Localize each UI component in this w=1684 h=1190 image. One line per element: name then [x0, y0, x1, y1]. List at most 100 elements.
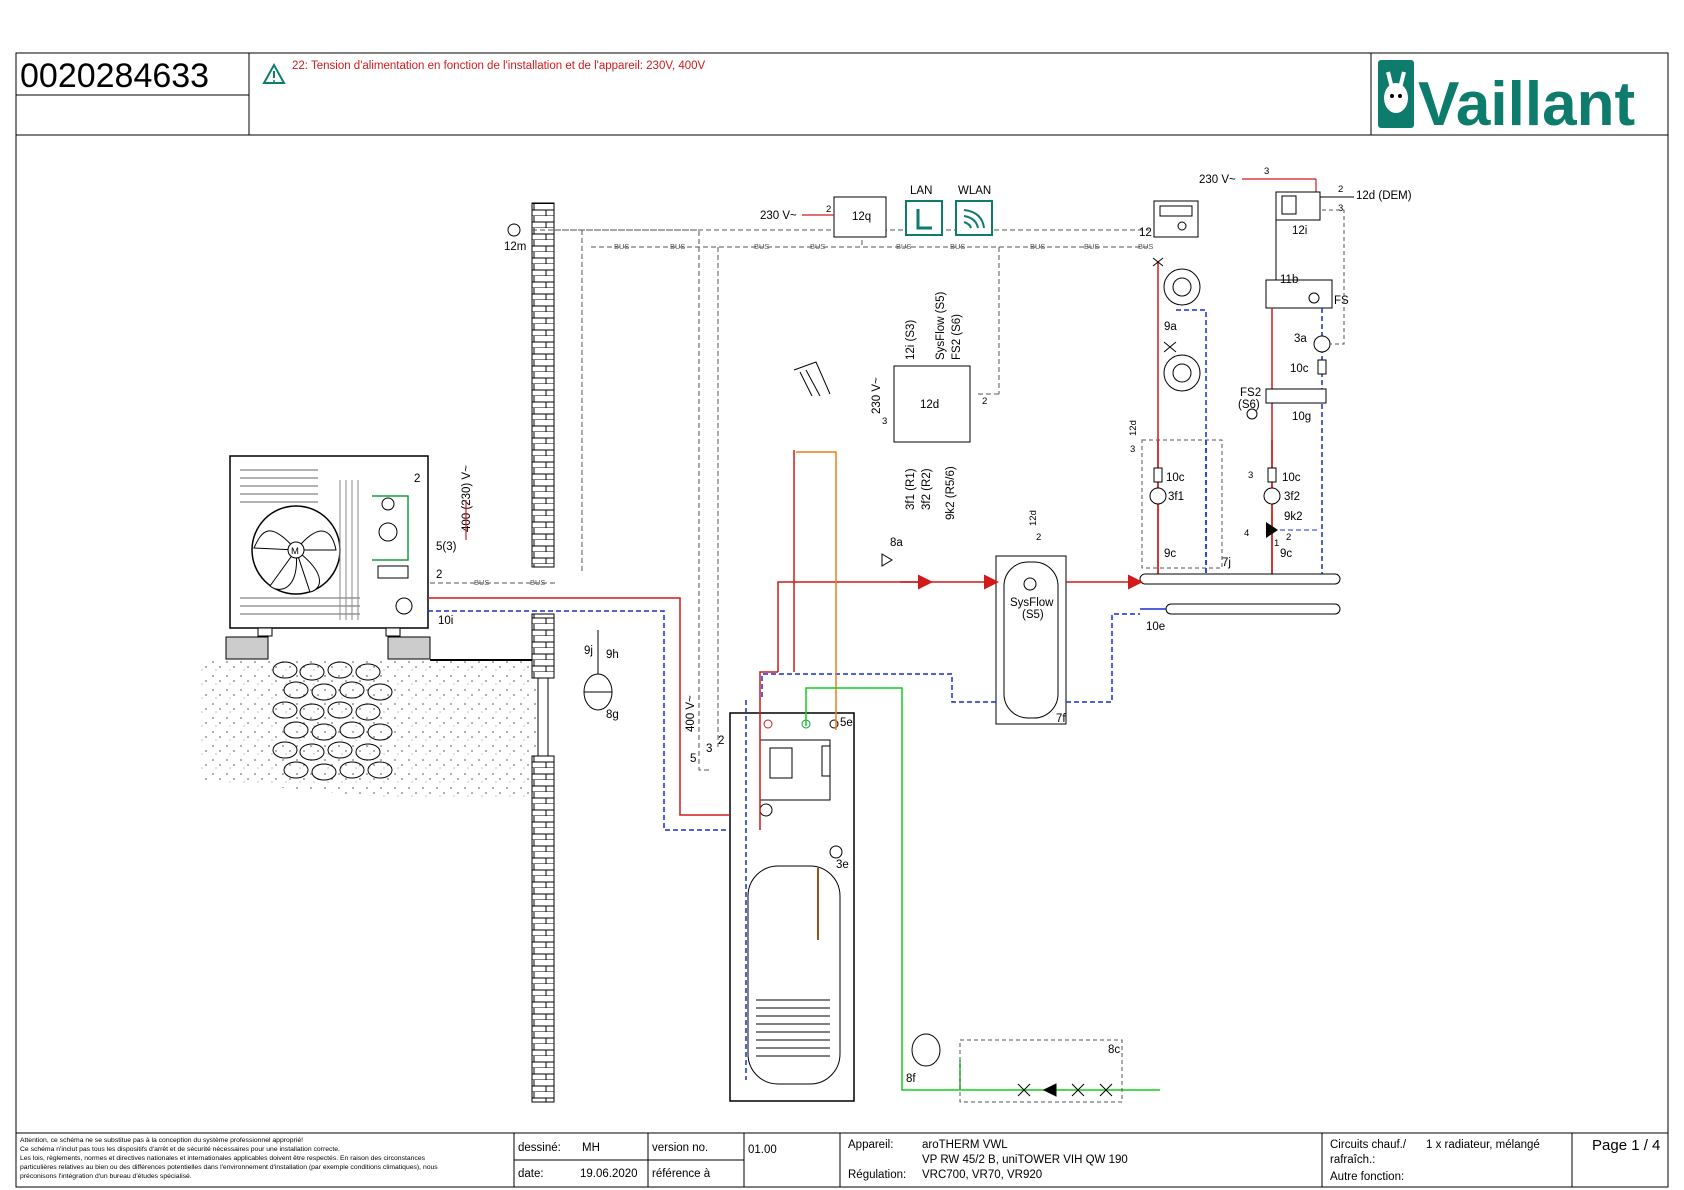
svg-text:(S6): (S6) [1238, 399, 1260, 411]
svg-text:2: 2 [718, 735, 724, 747]
svg-text:5: 5 [690, 753, 696, 765]
svg-text:3f1: 3f1 [1168, 491, 1184, 503]
svg-text:3f1 (R1): 3f1 (R1) [905, 468, 917, 510]
svg-text:9c: 9c [1280, 548, 1292, 560]
compressor-icon [378, 522, 398, 542]
svg-text:FS2 (S6): FS2 (S6) [951, 314, 963, 360]
svg-text:11b: 11b [1280, 274, 1298, 286]
cooling-circuit: 11b FS 3a 10c 10g FS2 (S6) [1238, 209, 1349, 580]
expansion-vessel-8f: 8f [906, 1033, 941, 1085]
gravel-stones [272, 661, 393, 781]
svg-text:BUS: BUS [530, 578, 545, 587]
svg-text:(S5): (S5) [1022, 609, 1044, 621]
svg-text:12i (S3): 12i (S3) [905, 320, 917, 360]
drawn-value: MH [582, 1142, 600, 1154]
appareil-line2: VP RW 45/2 B, uniTOWER VIH QW 190 [922, 1154, 1128, 1166]
control-unit-12i: 230 V~ 3 12i 12d (DEM) 2 3 [1199, 166, 1412, 237]
svg-text:BUS: BUS [754, 242, 769, 251]
svg-text:12d (DEM): 12d (DEM) [1356, 190, 1412, 202]
svg-text:BUS: BUS [1138, 242, 1153, 251]
svg-text:10g: 10g [1292, 411, 1311, 423]
lan-module: LAN [905, 185, 943, 236]
svg-text:BUS: BUS [614, 242, 629, 251]
warning-text: 22: Tension d'alimentation en fonction d… [292, 60, 706, 72]
appareil-line1: aroTHERM VWL [922, 1139, 1008, 1151]
reference-label: référence à [652, 1168, 711, 1180]
pump-group: 10c 3f1 9c 7j 3 12d 10c 3f2 9k2 2 4 1 9c… [1128, 420, 1320, 580]
svg-text:BUS: BUS [950, 242, 965, 251]
svg-text:3: 3 [882, 416, 887, 427]
svg-text:8g: 8g [606, 709, 619, 721]
outdoor-electrical-labels: 400 (230) V~ 5(3) 2 10i 400 V~ 5 3 2 [436, 465, 724, 765]
warning-triangle-icon [262, 62, 286, 84]
expansion-valve-icon [381, 497, 395, 511]
svg-text:Attention, ce schéma ne se sub: Attention, ce schéma ne se substitue pas… [20, 1137, 303, 1144]
wall [531, 202, 555, 1103]
svg-text:5e: 5e [840, 717, 853, 729]
svg-text:9j: 9j [584, 645, 593, 657]
vaillant-logo: Vaillant [1378, 60, 1635, 139]
regulation-label: Régulation: [848, 1169, 906, 1181]
sensor-12m: 12m [504, 223, 526, 253]
buffer-tank-7f: SysFlow (S5) 7f 2 12d [995, 510, 1067, 725]
footer-frame [16, 1132, 1668, 1187]
header-frame [15, 52, 1669, 1188]
svg-text:12i: 12i [1292, 225, 1307, 237]
outdoor-unit-arotherm: M 2 [229, 455, 429, 637]
svg-text:10e: 10e [1146, 621, 1165, 633]
svg-text:12d: 12d [1128, 420, 1139, 436]
page-number: Page 1 / 4 [1592, 1137, 1660, 1154]
svg-text:12d: 12d [920, 399, 939, 411]
svg-text:2: 2 [436, 569, 442, 581]
autre-label: Autre fonction: [1330, 1171, 1404, 1183]
controller-12: 12 [1139, 200, 1199, 239]
bus-labels: BUS BUS BUS BUS BUS BUS BUS BUS BUS BUS … [474, 242, 1153, 587]
svg-text:3e: 3e [836, 859, 849, 871]
svg-text:particulières relatives au bie: particulières relatives au bien ou des d… [20, 1164, 438, 1171]
cold-water-pipes [805, 687, 1160, 1091]
ground [200, 636, 540, 800]
regulation-value: VRC700, VR70, VR920 [922, 1169, 1042, 1181]
circuits-label: Circuits chauf./ [1330, 1139, 1407, 1151]
svg-text:400 (230) V~: 400 (230) V~ [461, 465, 473, 532]
svg-text:4: 4 [1244, 528, 1249, 539]
svg-text:FS2: FS2 [1240, 387, 1261, 399]
svg-text:WLAN: WLAN [958, 185, 991, 197]
version-value: 01.00 [748, 1144, 777, 1156]
svg-text:1: 1 [1274, 538, 1279, 549]
svg-text:12q: 12q [852, 211, 871, 223]
appareil-label: Appareil: [848, 1139, 893, 1151]
svg-text:préconisons l'intégration d'un: préconisons l'intégration d'un bureau d'… [20, 1173, 192, 1180]
svg-text:2: 2 [414, 473, 420, 485]
svg-text:BUS: BUS [1084, 242, 1099, 251]
svg-text:12d: 12d [1028, 510, 1039, 526]
radiator-circuit: 9a [1152, 257, 1207, 580]
svg-text:3: 3 [1264, 166, 1269, 177]
svg-text:10c: 10c [1290, 363, 1309, 375]
svg-text:BUS: BUS [810, 242, 825, 251]
dhw-outlet [793, 361, 831, 397]
manifold [1139, 573, 1341, 615]
valve-10e: 10e [1146, 621, 1165, 633]
svg-text:7f: 7f [1056, 713, 1066, 725]
svg-text:9k2 (R5/6): 9k2 (R5/6) [945, 466, 957, 520]
svg-text:3: 3 [1338, 203, 1343, 214]
mixer-module-12d: 12d 230 V~ 3 2 12i (S3) SysFlow (S5) FS2… [871, 291, 987, 520]
svg-text:230 V~: 230 V~ [1199, 174, 1236, 186]
fan-motor-icon [287, 541, 305, 559]
date-value: 19.06.2020 [580, 1168, 638, 1180]
svg-text:LAN: LAN [910, 185, 932, 197]
svg-text:10c: 10c [1282, 472, 1301, 484]
svg-text:230 V~: 230 V~ [760, 210, 797, 222]
svg-text:3: 3 [706, 743, 712, 755]
svg-text:2: 2 [982, 396, 987, 407]
document-number: 0020284633 [20, 57, 209, 95]
svg-text:9a: 9a [1164, 321, 1177, 333]
svg-text:8a: 8a [890, 537, 903, 549]
svg-text:7j: 7j [1222, 557, 1231, 569]
lan-icon [905, 200, 943, 236]
relief-valve-8a: 8a [881, 537, 903, 567]
svg-text:3: 3 [1130, 444, 1135, 455]
svg-text:2: 2 [826, 204, 831, 215]
svg-text:8c: 8c [1108, 1044, 1120, 1056]
